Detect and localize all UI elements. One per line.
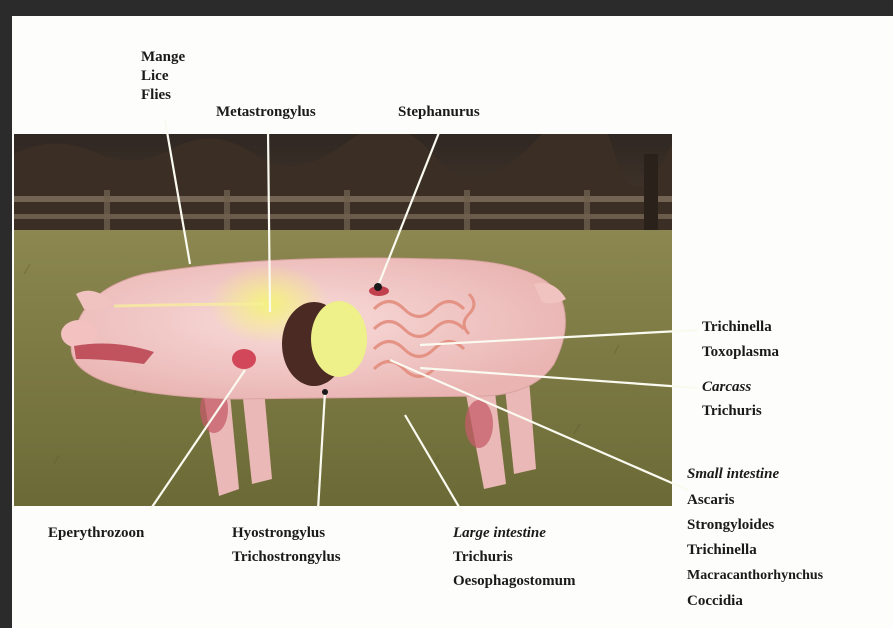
label-stephanurus: Stephanurus <box>398 103 480 122</box>
fence <box>14 196 672 202</box>
label-ascaris: Ascaris <box>687 491 735 510</box>
pig-photo <box>14 134 672 506</box>
label-toxoplasma: Toxoplasma <box>702 343 779 362</box>
pig-snout <box>61 320 97 348</box>
label-hyostrongylus: Hyostrongylus <box>232 524 325 543</box>
label-trichuris-bottom: Trichuris <box>453 548 513 567</box>
label-mange: Mange <box>141 48 185 67</box>
label-eperythrozoon: Eperythrozoon <box>48 524 144 543</box>
label-trichostrongylus: Trichostrongylus <box>232 548 341 567</box>
label-metastrongylus: Metastrongylus <box>216 103 316 122</box>
label-oesophagostomum: Oesophagostomum <box>453 572 576 591</box>
label-lice: Lice <box>141 67 169 86</box>
label-large-intestine: Large intestine <box>453 524 546 543</box>
label-trichinella-top: Trichinella <box>702 318 772 337</box>
label-strongyloides: Strongyloides <box>687 516 774 535</box>
label-macracanthorhynchus: Macracanthorhynchus <box>687 566 823 585</box>
label-trichuris-right: Trichuris <box>702 402 762 421</box>
stomach <box>311 301 367 377</box>
label-trichinella-bottom: Trichinella <box>687 541 757 560</box>
label-small-intestine: Small intestine <box>687 465 779 484</box>
heart <box>232 349 256 369</box>
kidney <box>369 286 389 296</box>
label-flies: Flies <box>141 86 171 105</box>
label-carcass: Carcass <box>702 378 751 397</box>
label-coccidia: Coccidia <box>687 592 743 611</box>
